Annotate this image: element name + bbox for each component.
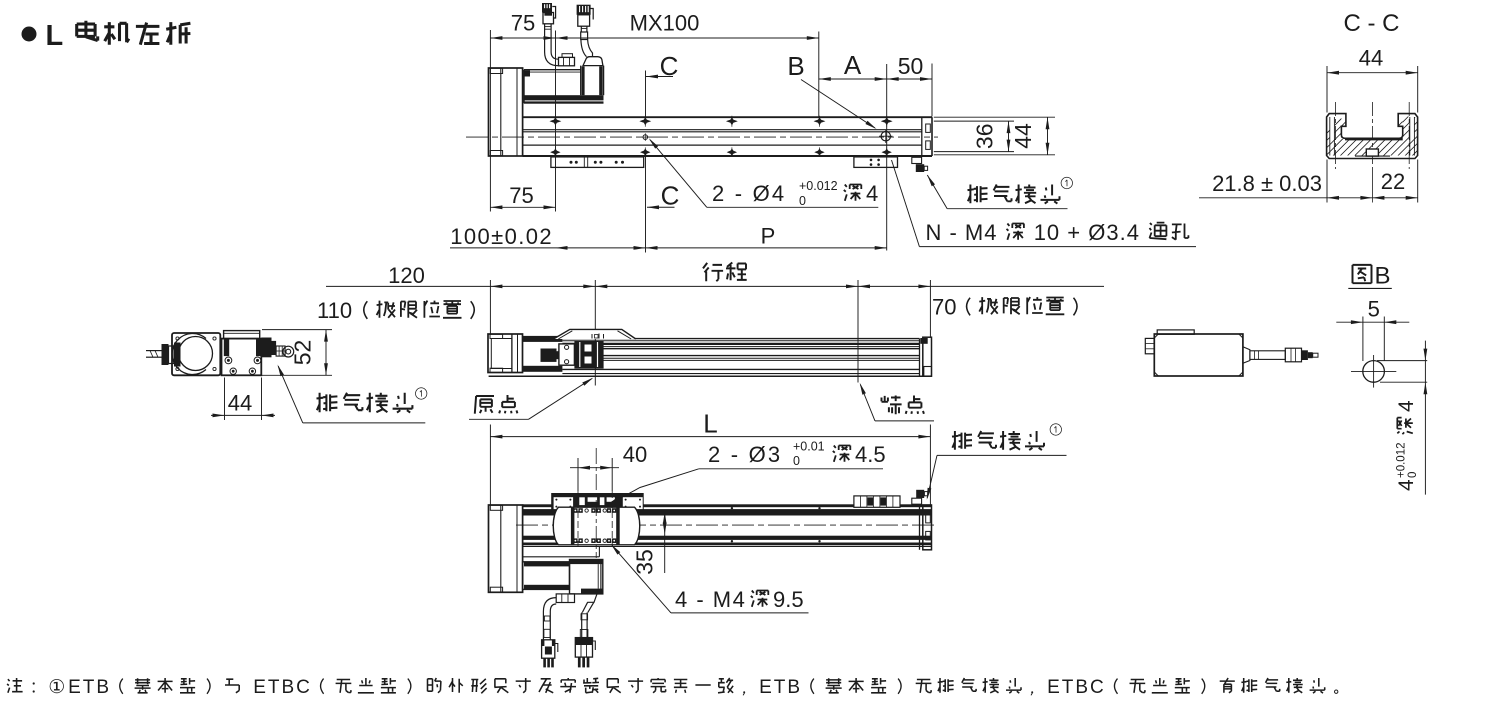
svg-text:ETB: ETB (759, 677, 802, 698)
svg-text:+0.01: +0.01 (793, 440, 825, 454)
svg-text:①: ① (48, 677, 67, 698)
svg-text:44: 44 (228, 391, 252, 416)
svg-text:C: C (661, 181, 680, 211)
svg-text:75: 75 (511, 11, 535, 36)
svg-text:4: 4 (1395, 479, 1418, 491)
svg-text:0: 0 (793, 454, 800, 468)
svg-text:4 - M4: 4 - M4 (675, 587, 746, 612)
svg-text:0: 0 (1407, 472, 1419, 478)
svg-text:L: L (46, 20, 64, 52)
svg-text:44: 44 (1010, 123, 1036, 149)
svg-text:4: 4 (866, 181, 878, 206)
svg-text:44: 44 (1359, 46, 1383, 71)
svg-text:75: 75 (509, 183, 533, 208)
svg-text:36: 36 (972, 124, 998, 150)
svg-text:B: B (1375, 263, 1391, 290)
svg-text:M4: M4 (965, 220, 998, 245)
svg-text:0: 0 (799, 194, 806, 208)
svg-text:35: 35 (632, 549, 658, 575)
svg-text:2 - Ø4: 2 - Ø4 (712, 181, 786, 206)
svg-text:L: L (703, 409, 717, 439)
svg-text:10: 10 (1034, 220, 1060, 245)
svg-text:B: B (787, 51, 804, 81)
svg-text:MX100: MX100 (630, 11, 700, 36)
svg-text:22: 22 (1381, 169, 1405, 194)
svg-text:100±0.02: 100±0.02 (450, 224, 553, 249)
svg-text:4.5: 4.5 (855, 442, 886, 467)
svg-text:4: 4 (1395, 400, 1418, 412)
svg-text:9.5: 9.5 (773, 587, 804, 612)
svg-text:N: N (926, 220, 943, 245)
svg-text:ETB: ETB (68, 677, 111, 698)
svg-text:P: P (761, 224, 776, 249)
svg-text:A: A (844, 50, 862, 80)
svg-text:110: 110 (317, 298, 352, 323)
svg-text:ETBC: ETBC (1047, 677, 1106, 698)
svg-text:50: 50 (898, 53, 924, 79)
svg-text:5: 5 (1368, 297, 1380, 322)
svg-text:Ø3.4: Ø3.4 (1088, 220, 1140, 245)
svg-text:-: - (950, 220, 958, 245)
svg-text:C: C (660, 51, 679, 81)
svg-text:+0.012: +0.012 (799, 179, 838, 193)
svg-text:21.8 ± 0.03: 21.8 ± 0.03 (1212, 171, 1322, 196)
svg-text:ETBC: ETBC (253, 677, 312, 698)
svg-text:70: 70 (932, 295, 956, 320)
svg-text:52: 52 (290, 340, 316, 366)
svg-text:+: + (1067, 220, 1081, 245)
svg-text:120: 120 (388, 263, 425, 288)
svg-text:2 - Ø3: 2 - Ø3 (708, 442, 782, 467)
svg-text:+0.012: +0.012 (1396, 443, 1408, 479)
svg-text:40: 40 (623, 442, 647, 467)
svg-text:C - C: C - C (1344, 10, 1400, 37)
